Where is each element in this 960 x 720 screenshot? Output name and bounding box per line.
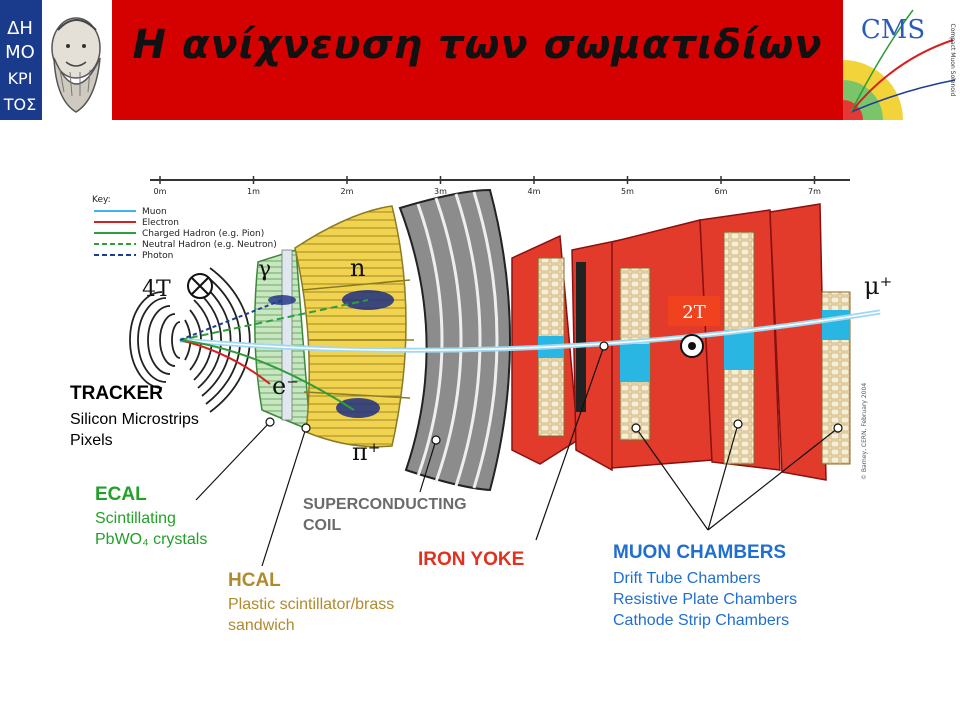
ecal-line-1: Scintillating bbox=[95, 510, 176, 527]
democritus-portrait-icon: ΔΗ ΜΟ ΚΡΙ ΤΟΣ bbox=[0, 0, 101, 120]
electron-track bbox=[179, 339, 271, 385]
electron-label: e⁻ bbox=[272, 372, 299, 400]
header-bar bbox=[0, 0, 960, 120]
key-item-label: Neutral Hadron (e.g. Neutron) bbox=[142, 240, 277, 250]
hcal-layer bbox=[294, 205, 407, 448]
ecal-crystals bbox=[281, 249, 293, 421]
muon-chambers-line-3: Cathode Strip Chambers bbox=[613, 612, 790, 629]
muon-chambers-title: MUON CHAMBERS bbox=[613, 542, 787, 563]
key-item-label: Photon bbox=[142, 251, 173, 261]
neutron-track bbox=[179, 299, 369, 341]
page-title: Η ανίχνευση των σωματιδίων bbox=[132, 22, 823, 68]
key-item-label: Charged Hadron (e.g. Pion) bbox=[142, 229, 264, 239]
scale-ticks: 0m 1m 2m 3m 4m 5m 6m 7m bbox=[154, 176, 821, 196]
scale-tick-label: 4m bbox=[528, 187, 541, 196]
logo-letters-4: ΤΟΣ bbox=[3, 95, 36, 114]
scale-tick-label: 6m bbox=[715, 187, 728, 196]
logo-letters-2: ΜΟ bbox=[5, 42, 35, 63]
coil-line-1: SUPERCONDUCTING bbox=[303, 496, 467, 513]
tracker-line-1: Silicon Microstrips bbox=[70, 411, 199, 428]
key-item-label: Electron bbox=[142, 218, 179, 228]
pion-label: π⁺ bbox=[352, 438, 380, 466]
photon-shower bbox=[268, 295, 296, 305]
tracker-line-2: Pixels bbox=[70, 432, 113, 449]
scale-tick-label: 2m bbox=[341, 187, 354, 196]
field-inner-label: 4T bbox=[142, 277, 171, 302]
tracker-rings bbox=[129, 267, 251, 413]
superconducting-coil bbox=[398, 188, 511, 492]
yoke-label-group: IRON YOKE bbox=[418, 549, 524, 571]
key-item-label: Muon bbox=[142, 207, 167, 217]
muon-chambers-line-2: Resistive Plate Chambers bbox=[613, 591, 798, 608]
muon-chambers-line-1: Drift Tube Chambers bbox=[613, 570, 761, 587]
field-outer-label: 2T bbox=[682, 302, 705, 323]
scale-tick-label: 3m bbox=[434, 187, 447, 196]
muon-label: μ⁺ bbox=[864, 272, 892, 300]
cms-logo-subtext: Compact Muon Solenoid bbox=[949, 24, 956, 97]
gamma-label: γ bbox=[258, 257, 271, 282]
diagram-credit: © Barney, CERN, February 2004 bbox=[861, 383, 868, 480]
logo-letters-1: ΔΗ bbox=[7, 18, 33, 39]
hcal-title: HCAL bbox=[228, 570, 281, 591]
coil-line-2: COIL bbox=[303, 517, 342, 534]
cms-logo: CMS Compact Muon Solenoid bbox=[843, 0, 960, 120]
tracker-label-group: TRACKER Silicon Microstrips Pixels bbox=[70, 383, 199, 451]
coil-label-group: SUPERCONDUCTING COIL bbox=[303, 494, 467, 536]
neutron-label: n bbox=[350, 254, 365, 282]
field-outer-box bbox=[668, 296, 720, 326]
democritus-logo: ΔΗ ΜΟ ΚΡΙ ΤΟΣ bbox=[0, 0, 112, 120]
hcal-line-1: Plastic scintillator/brass bbox=[228, 596, 395, 613]
yoke-dark-plate bbox=[576, 262, 586, 412]
photon-track bbox=[179, 299, 283, 341]
hcal-label-group: HCAL Plastic scintillator/brass sandwich bbox=[228, 570, 394, 636]
scale-tick-label: 5m bbox=[621, 187, 634, 196]
scale-tick-label: 7m bbox=[808, 187, 821, 196]
hcal-line-2: sandwich bbox=[228, 617, 295, 634]
logo-letters-3: ΚΡΙ bbox=[8, 69, 33, 88]
ecal-line-2: PbWO₄ crystals bbox=[95, 531, 208, 548]
cms-logo-text: CMS bbox=[861, 15, 925, 45]
key-title: Key: bbox=[92, 195, 111, 205]
tracker-title: TRACKER bbox=[70, 383, 163, 404]
muon-chambers-label-group: MUON CHAMBERS Drift Tube Chambers Resist… bbox=[613, 542, 797, 631]
scale-tick-label: 1m bbox=[247, 187, 260, 196]
leader-lines bbox=[195, 341, 843, 567]
cms-event-icon: CMS Compact Muon Solenoid bbox=[843, 9, 956, 120]
pion-shower bbox=[336, 398, 380, 418]
ecal-label-group: ECAL Scintillating PbWO₄ crystals bbox=[95, 484, 207, 550]
scale-tick-label: 0m bbox=[154, 187, 167, 196]
ecal-title: ECAL bbox=[95, 484, 147, 505]
pion-track bbox=[179, 339, 355, 411]
yoke-title: IRON YOKE bbox=[418, 549, 525, 570]
